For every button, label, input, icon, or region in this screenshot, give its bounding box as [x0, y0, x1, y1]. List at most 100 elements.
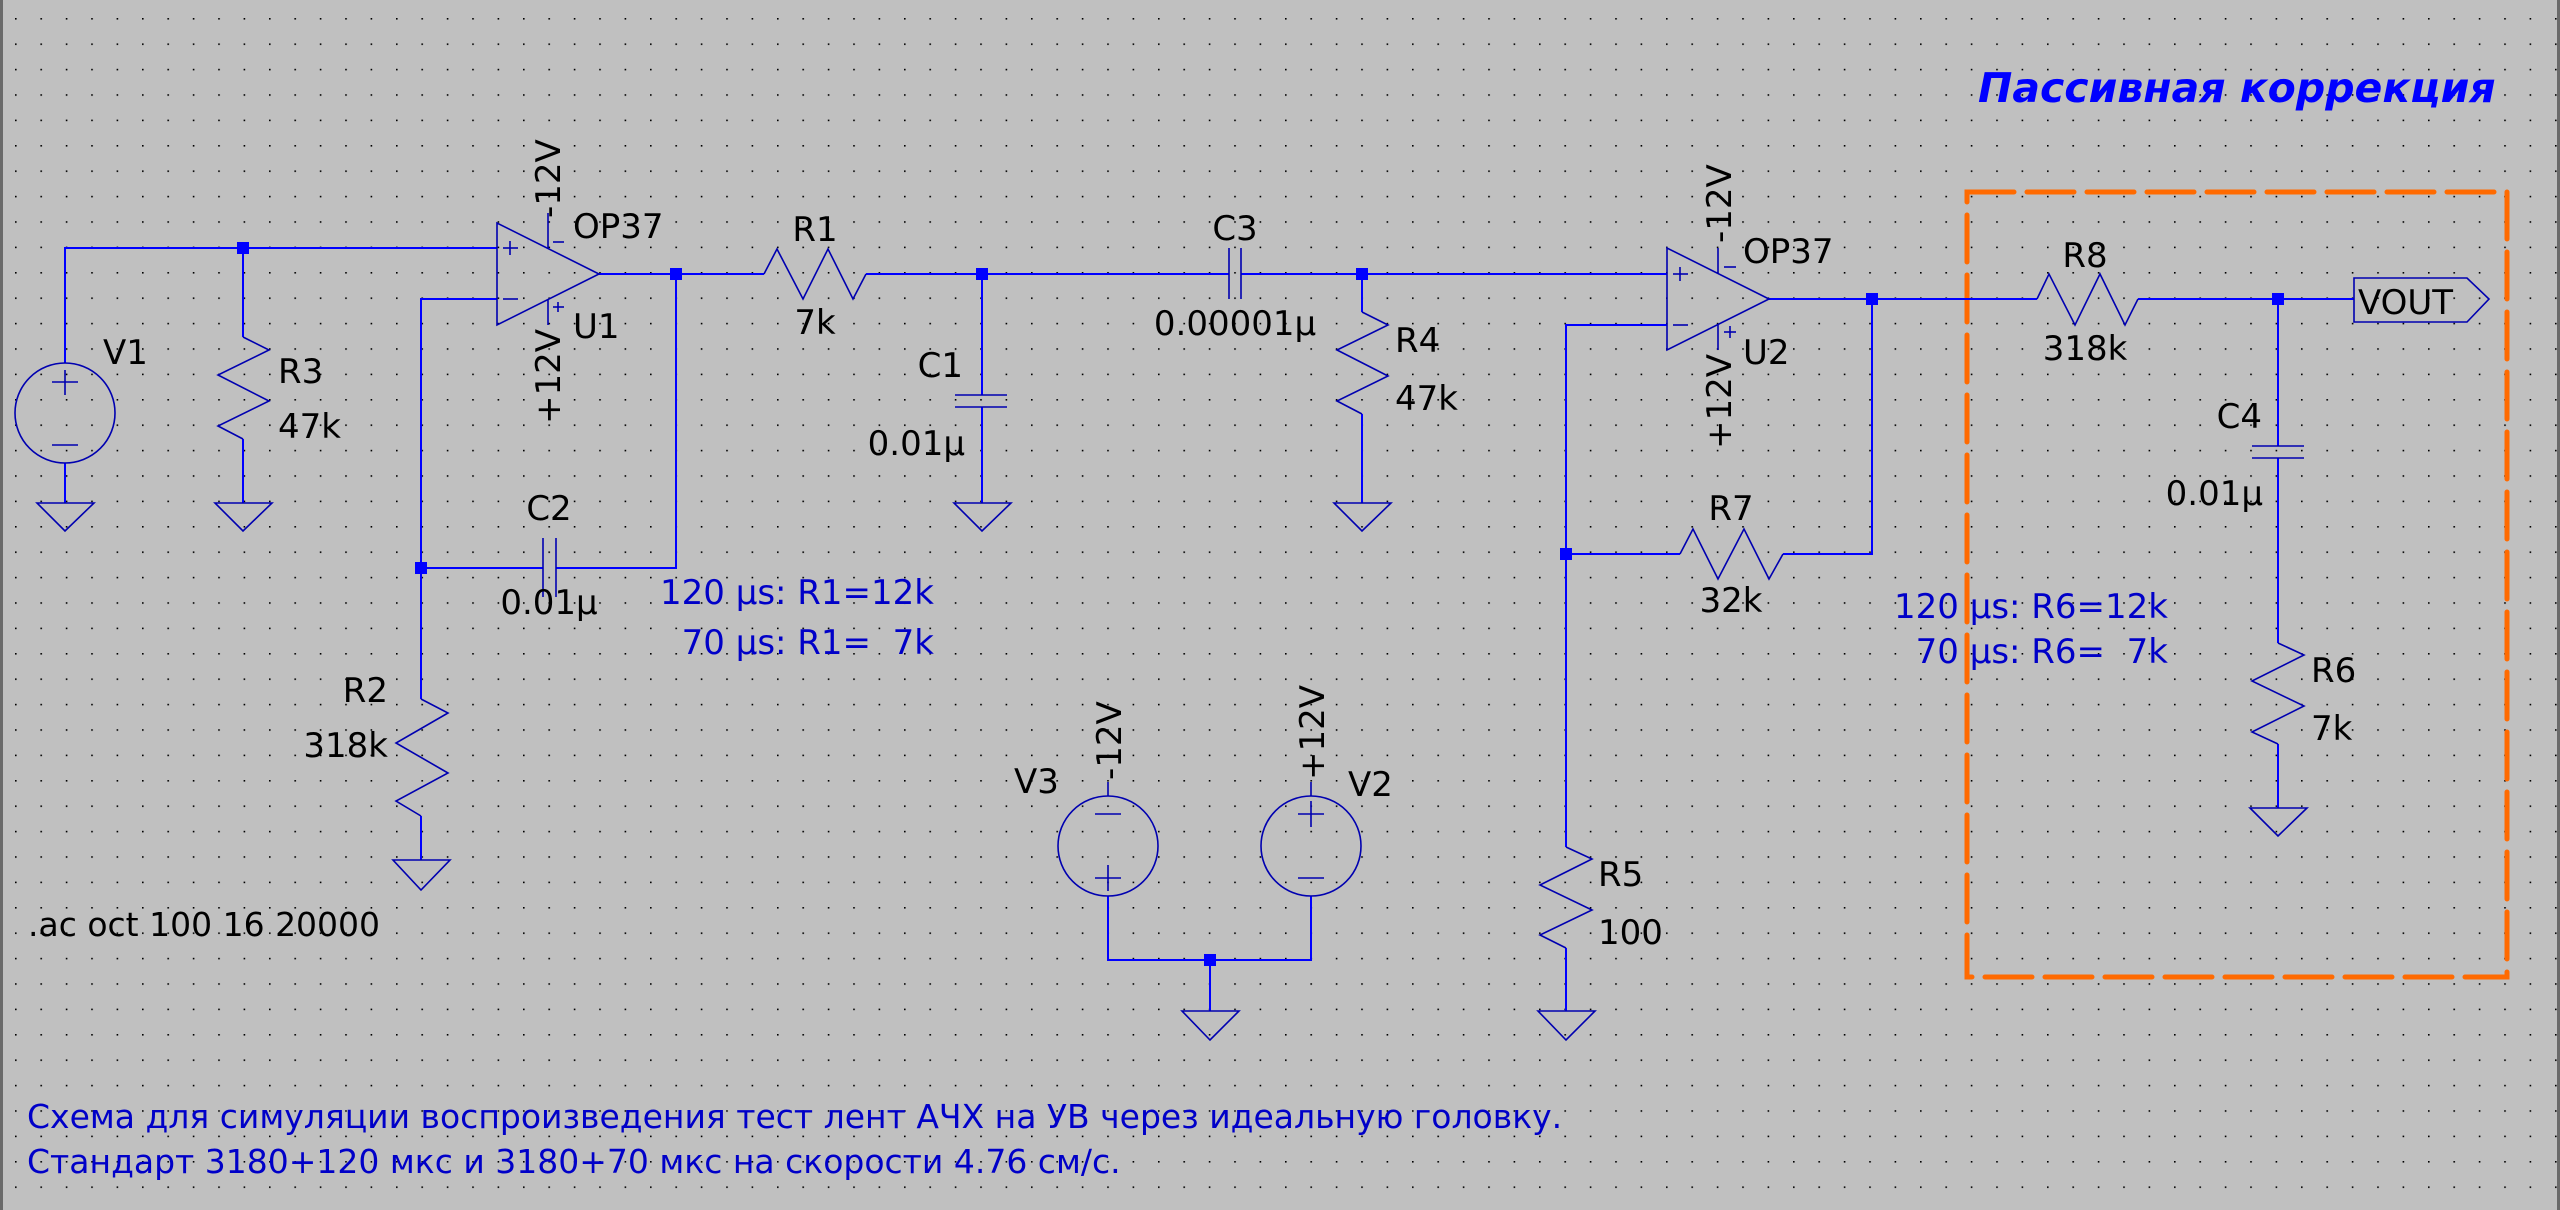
junction-dot — [1866, 293, 1878, 305]
ground-icon — [1332, 502, 1393, 533]
junction-dot — [976, 268, 988, 280]
ground-icon — [1536, 1010, 1597, 1042]
component-value: 318k — [303, 726, 388, 766]
component-name: C4 — [2217, 397, 2262, 437]
component-value: 7k — [2311, 709, 2353, 749]
component-c2[interactable]: C2 0.01µ — [500, 489, 597, 623]
component-r8[interactable]: R8 318k — [2036, 236, 2139, 369]
component-v3[interactable]: V3 -12V — [1014, 701, 1159, 897]
wire-c2-right[interactable] — [556, 274, 677, 569]
component-value: 32k — [1700, 581, 1763, 621]
supply-label: -12V — [1090, 701, 1130, 780]
component-value: 0.01µ — [2166, 474, 2263, 514]
component-value: 47k — [1395, 379, 1458, 419]
net-label-flag-icon — [2353, 277, 2491, 323]
component-r5[interactable]: R5 100 — [1538, 846, 1663, 953]
component-v1[interactable]: V1 — [14, 333, 148, 464]
component-name: V3 — [1014, 762, 1059, 802]
net-label-text: VOUT — [2358, 283, 2453, 323]
wire-r7-right[interactable] — [1783, 299, 1873, 555]
component-name: R6 — [2311, 651, 2356, 691]
resistor-icon — [1538, 846, 1594, 949]
supply-label: +12V — [1293, 685, 1333, 780]
component-value: 0.01µ — [868, 424, 965, 464]
wire-u2-inv[interactable] — [1565, 324, 1667, 847]
resistor-icon — [1679, 527, 1784, 581]
comment-line: 70 µs: R1= 7k — [682, 623, 935, 663]
component-value: 47k — [278, 407, 341, 447]
component-u1[interactable]: OP37 U1 -12V +12V — [496, 139, 664, 424]
description-line-2[interactable]: Стандарт 3180+120 мкс и 3180+70 мкс на с… — [27, 1142, 1121, 1181]
comment-line: 120 µs: R1=12k — [660, 573, 934, 613]
ground-icon — [213, 502, 274, 533]
junction-dot — [415, 562, 427, 574]
resistor-icon — [216, 336, 271, 440]
component-value: 7k — [794, 303, 836, 343]
voltage-source-icon — [14, 362, 116, 464]
ground-icon — [952, 502, 1013, 533]
resistor-icon — [763, 247, 867, 301]
spice-directive[interactable]: .ac oct 100 16 20000 — [28, 905, 380, 944]
resistor-icon — [2250, 642, 2306, 745]
junction-dot — [1560, 548, 1572, 560]
component-r7[interactable]: R7 32k — [1679, 489, 1784, 621]
component-name: U2 — [1743, 333, 1790, 373]
wire-input[interactable] — [64, 247, 497, 363]
component-name: R2 — [343, 671, 388, 711]
junction-dot — [1204, 954, 1216, 966]
component-name: R8 — [2062, 236, 2107, 276]
component-r2[interactable]: R2 318k — [303, 671, 450, 817]
component-name: R5 — [1598, 855, 1643, 895]
junctions — [237, 242, 2284, 966]
opamp-model: OP37 — [1743, 232, 1834, 272]
junction-dot — [670, 268, 682, 280]
junction-dot — [237, 242, 249, 254]
resistor-icon — [394, 698, 450, 817]
component-c4[interactable]: C4 0.01µ — [2166, 397, 2304, 514]
description-line-1[interactable]: Схема для симуляции воспроизведения тест… — [27, 1097, 1562, 1136]
component-name: U1 — [573, 307, 620, 347]
component-value: 0.00001µ — [1154, 304, 1316, 344]
ground-icon — [35, 502, 96, 533]
net-label-vout[interactable]: VOUT — [2353, 277, 2491, 323]
comment-r1: 120 µs: R1=12k 70 µs: R1= 7k — [660, 573, 934, 663]
component-name: V1 — [103, 333, 148, 373]
grounds — [35, 502, 2309, 1042]
component-r4[interactable]: R4 47k — [1335, 311, 1458, 419]
passive-correction-box[interactable] — [1964, 189, 2510, 980]
section-title: Пассивная коррекция — [1978, 64, 2496, 112]
component-u2[interactable]: OP37 U2 -12V +12V — [1666, 164, 1834, 449]
ground-icon — [391, 859, 452, 892]
component-name: R4 — [1395, 321, 1440, 361]
component-name: R1 — [792, 210, 837, 250]
component-name: C1 — [918, 346, 963, 386]
component-c3[interactable]: C3 0.00001µ — [1154, 209, 1316, 344]
component-v2[interactable]: V2 +12V — [1260, 685, 1393, 897]
supply-label-neg: -12V — [1700, 164, 1740, 243]
component-value: 100 — [1598, 913, 1663, 953]
opamp-model: OP37 — [573, 207, 664, 247]
comment-line: 70 µs: R6= 7k — [1916, 632, 2169, 672]
ground-icon — [2248, 807, 2309, 838]
resistor-icon — [2036, 272, 2139, 327]
component-r3[interactable]: R3 47k — [216, 336, 341, 447]
component-r1[interactable]: R1 7k — [763, 210, 867, 343]
comment-r6: 120 µs: R6=12k 70 µs: R6= 7k — [1894, 587, 2168, 672]
component-name: R3 — [278, 352, 323, 392]
component-c1[interactable]: C1 0.01µ — [868, 346, 1007, 464]
resistor-icon — [1335, 311, 1390, 415]
ground-icon — [1180, 1010, 1241, 1042]
component-name: V2 — [1348, 765, 1393, 805]
supply-label-neg: -12V — [529, 139, 569, 218]
comment-line: 120 µs: R6=12k — [1894, 587, 2168, 627]
component-name: C2 — [526, 489, 571, 529]
junction-dot — [2272, 293, 2284, 305]
component-name: C3 — [1212, 209, 1257, 249]
component-r6[interactable]: R6 7k — [2250, 642, 2356, 749]
opamp-icon — [496, 221, 601, 327]
component-name: R7 — [1708, 489, 1753, 529]
component-value: 0.01µ — [500, 583, 597, 623]
junction-dot — [1356, 268, 1368, 280]
